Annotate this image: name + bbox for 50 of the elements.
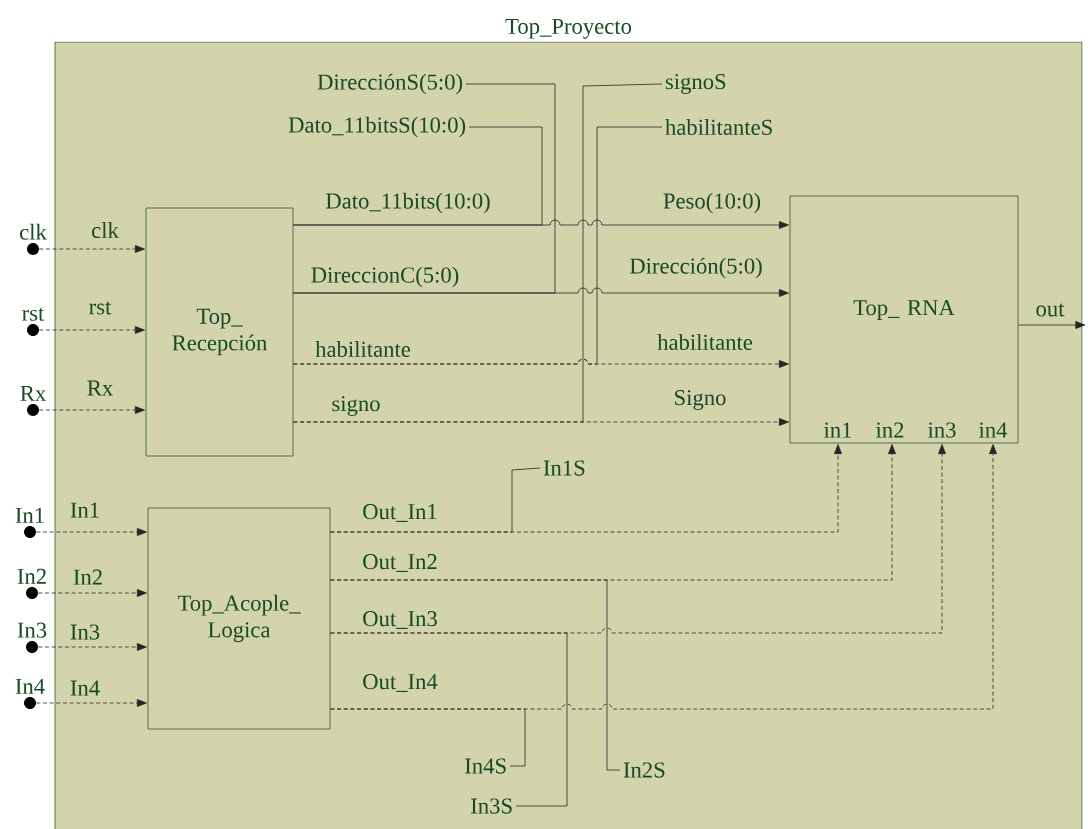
- edge-label: In3: [68, 623, 102, 641]
- signal-line: [330, 632, 568, 807]
- edge-label: In4: [68, 679, 102, 697]
- port-label: in1: [824, 422, 852, 438]
- signal-name: habilitanteS: [662, 116, 776, 138]
- signal-arrow: [37, 589, 147, 597]
- edge-label: Dato_11bits(10:0): [324, 191, 492, 215]
- signal-arrow: [37, 643, 147, 651]
- signal-line: [293, 126, 663, 365]
- node-label: clk: [20, 223, 47, 240]
- signal-arrow: [35, 528, 147, 536]
- signal-arrow: [35, 699, 147, 707]
- node-label: In4: [15, 678, 45, 694]
- signal-line: [330, 708, 526, 767]
- signal-name: In2S: [620, 759, 669, 781]
- module-name: Top_ RNA: [853, 300, 955, 320]
- edge-label: DireccionC(5:0): [309, 265, 461, 289]
- port-label: in4: [979, 422, 1008, 438]
- signal-name: DirecciónS(5:0): [314, 71, 466, 97]
- node-label: In1: [15, 507, 44, 523]
- signal-arrow: [38, 406, 145, 414]
- signal-arrow: [38, 326, 145, 334]
- signal-line: [293, 83, 556, 294]
- signal-label: Peso(10:0): [661, 191, 763, 215]
- node-label: In3: [17, 622, 47, 638]
- edge-label: signo: [330, 394, 382, 418]
- signal-name: Dato_11bitsS(10:0): [285, 114, 469, 140]
- node-label: Top_Proyecto: [505, 18, 632, 39]
- signal-name: signoS: [662, 71, 730, 97]
- signal-label: Signo: [672, 388, 728, 412]
- edge-label: Rx: [85, 379, 115, 397]
- signal-line: [293, 126, 543, 226]
- edge-label: out: [1034, 302, 1066, 318]
- signal-name: In1S: [540, 457, 589, 479]
- node-label: In2: [17, 568, 46, 584]
- signal-label: Dirección(5:0): [627, 256, 765, 280]
- edge-label: In2: [71, 568, 105, 586]
- node-label: rst: [22, 307, 45, 321]
- module-name: Top_ Recepción: [172, 308, 267, 356]
- signal-line: [293, 83, 663, 423]
- module-name: Top_Acople_ Logica: [177, 594, 301, 643]
- signal-arrow: [38, 245, 145, 253]
- signal-line: [330, 579, 621, 771]
- edge-label: rst: [87, 300, 113, 316]
- edge-label: In1: [68, 501, 102, 519]
- signal-line: [330, 467, 541, 533]
- node-label: Rx: [20, 385, 46, 401]
- signal-arrow: [1018, 321, 1086, 329]
- port-label: in2: [876, 422, 904, 438]
- port-label: in3: [928, 422, 956, 438]
